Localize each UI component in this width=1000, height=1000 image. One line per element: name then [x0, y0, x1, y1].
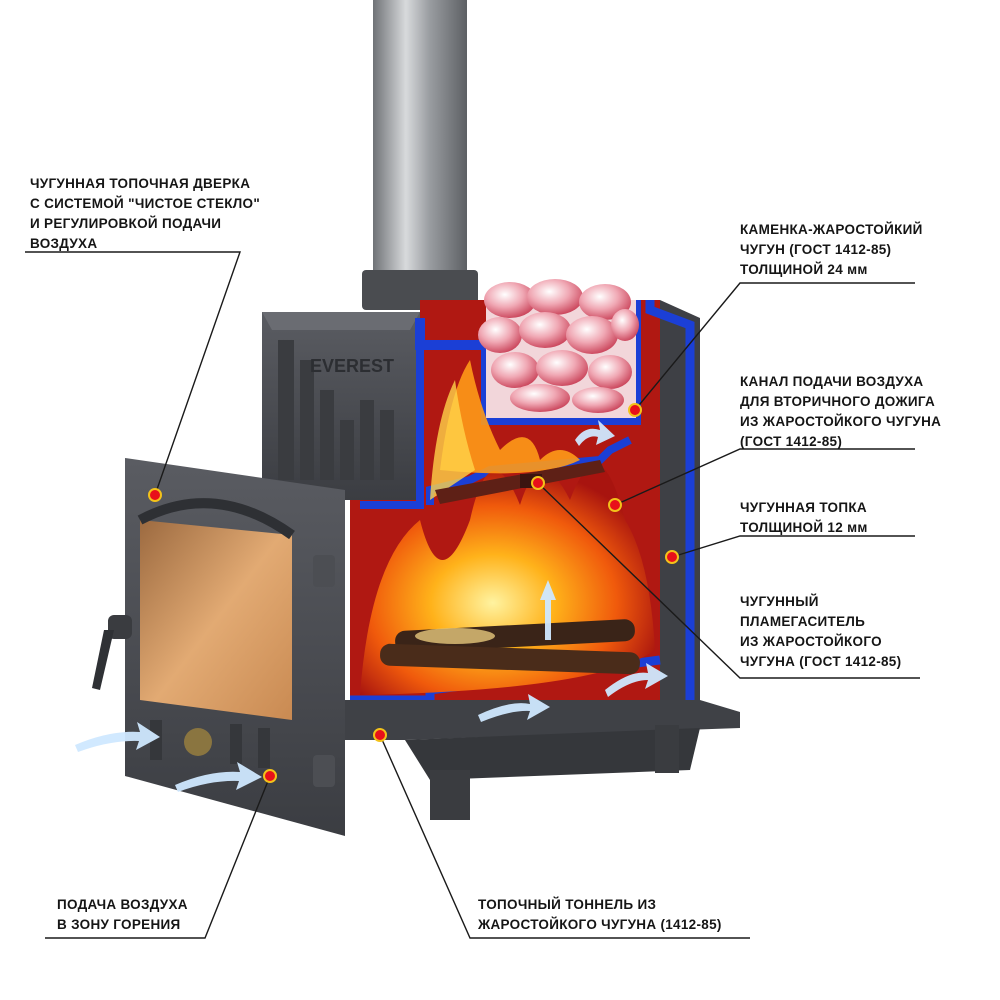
callout-air-channel: КАНАЛ ПОДАЧИ ВОЗДУХА ДЛЯ ВТОРИЧНОГО ДОЖИ… [740, 372, 941, 452]
callout-door: ЧУГУННАЯ ТОПОЧНАЯ ДВЕРКА С СИСТЕМОЙ "ЧИС… [30, 174, 260, 254]
callout-line: И РЕГУЛИРОВКОЙ ПОДАЧИ [30, 216, 222, 231]
callout-line: С СИСТЕМОЙ "ЧИСТОЕ СТЕКЛО" [30, 196, 261, 211]
callout-line: ЧУГУННАЯ ТОПКА [740, 500, 867, 515]
callout-line: ЧУГУННЫЙ [740, 594, 819, 609]
leader-lines [25, 251, 920, 939]
door-handle-icon[interactable] [92, 615, 132, 690]
marker-dot-icon [608, 498, 622, 512]
callout-line: ЧУГУН (ГОСТ 1412-85) [740, 242, 892, 257]
callout-air-supply: ПОДАЧА ВОЗДУХА В ЗОНУ ГОРЕНИЯ [57, 895, 188, 935]
callout-firing-tunnel: ТОПОЧНЫЙ ТОННЕЛЬ ИЗ ЖАРОСТОЙКОГО ЧУГУНА … [478, 895, 722, 935]
marker-dot-icon [531, 476, 545, 490]
marker-dot-icon [263, 769, 277, 783]
callout-line: КАНАЛ ПОДАЧИ ВОЗДУХА [740, 374, 924, 389]
marker-dots [148, 403, 679, 783]
callout-firebox: ЧУГУННАЯ ТОПКА ТОЛЩИНОЙ 12 мм [740, 498, 868, 538]
callout-line: ЖАРОСТОЙКОГО ЧУГУНА (1412-85) [478, 917, 722, 932]
firebox-door [125, 458, 345, 836]
callout-line: ПОДАЧА ВОЗДУХА [57, 897, 188, 912]
callout-line: (ГОСТ 1412-85) [740, 434, 843, 449]
callout-line: ДЛЯ ВТОРИЧНОГО ДОЖИГА [740, 394, 936, 409]
callout-line: ЧУГУННАЯ ТОПОЧНАЯ ДВЕРКА [30, 176, 251, 191]
callout-line: ВОЗДУХА [30, 236, 98, 251]
stove-base [345, 700, 740, 820]
marker-dot-icon [148, 488, 162, 502]
marker-dot-icon [665, 550, 679, 564]
callout-line: ИЗ ЖАРОСТОЙКОГО ЧУГУНА [740, 414, 942, 429]
fire-flames [360, 360, 655, 695]
marker-dot-icon [373, 728, 387, 742]
callout-line: ПЛАМЕГАСИТЕЛЬ [740, 614, 866, 629]
marker-dot-icon [628, 403, 642, 417]
chimney-pipe [362, 0, 478, 310]
air-flow-arrow-icon [75, 420, 668, 792]
stove-body: EVEREST [262, 312, 420, 500]
callout-line: В ЗОНУ ГОРЕНИЯ [57, 917, 181, 932]
callout-stone-basket: КАМЕНКА-ЖАРОСТОЙКИЙ ЧУГУН (ГОСТ 1412-85)… [740, 220, 923, 280]
callout-flame-damper: ЧУГУННЫЙ ПЛАМЕГАСИТЕЛЬ ИЗ ЖАРОСТОЙКОГО Ч… [740, 592, 901, 672]
callout-line: ТОЛЩИНОЙ 24 мм [740, 262, 868, 277]
callout-line: ТОЛЩИНОЙ 12 мм [740, 520, 868, 535]
callout-line: КАМЕНКА-ЖАРОСТОЙКИЙ [740, 222, 923, 237]
brand-logo: EVEREST [310, 356, 394, 376]
sauna-stones [478, 279, 639, 413]
callout-line: ИЗ ЖАРОСТОЙКОГО [740, 634, 882, 649]
callout-line: ТОПОЧНЫЙ ТОННЕЛЬ ИЗ [478, 897, 657, 912]
callout-line: ЧУГУНА (ГОСТ 1412-85) [740, 654, 902, 669]
